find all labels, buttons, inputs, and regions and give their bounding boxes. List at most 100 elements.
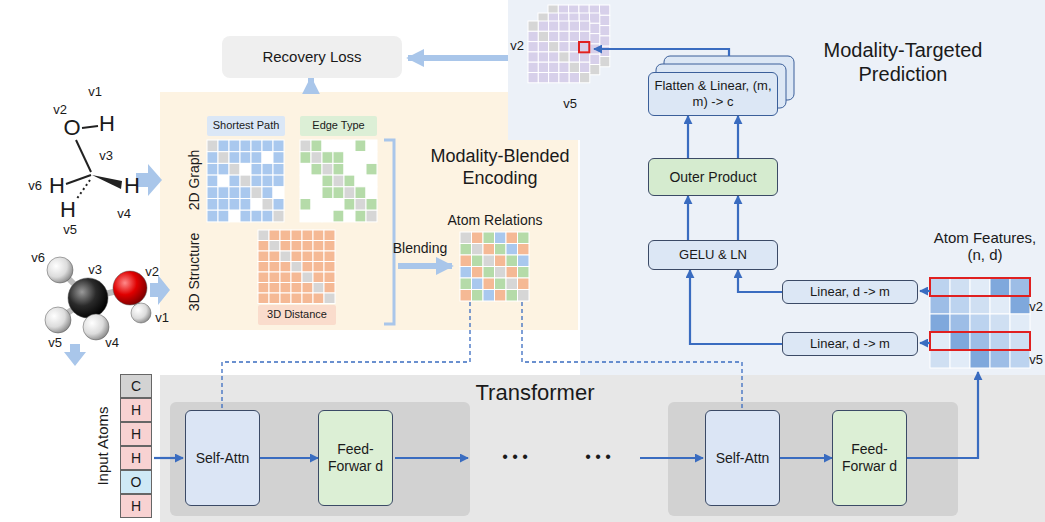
matrix-cell [333,152,344,164]
matrix-cell [273,152,284,164]
matrix-cell [229,187,240,199]
matrix-cell [460,255,472,267]
matrix-cell [569,31,579,41]
matrix-cell [207,175,218,187]
matrix-cell [930,314,950,332]
matrix-cell [559,31,569,41]
matrix-cell [291,293,302,304]
matrix-cell [207,163,218,175]
atom-cell: C [120,374,152,398]
matrix-cell [590,23,600,33]
matrix-cell [229,140,240,152]
matrix-cell [483,278,495,290]
box-label: Shortest Path [213,119,280,132]
matrix-cell [580,42,590,52]
matrix-label: Atom Relations [448,212,543,228]
matrix-cell [218,199,229,211]
connector-arrow [780,457,832,459]
matrix-cell [291,283,302,294]
matrix-cell [322,152,333,164]
matrix-cell [600,5,610,15]
matrix-cell [355,175,366,187]
matrix-cell [930,296,950,314]
matrix-cell [262,163,273,175]
atom-index: v1 [155,311,169,326]
connector-arrow [690,270,782,344]
matrix-cell [313,262,324,273]
matrix-tag: Edge Type [300,116,377,136]
matrix-cell [240,175,251,187]
process-box: GELU & LN [648,240,778,270]
matrix-cell [251,163,262,175]
matrix-cell [495,232,507,244]
matrix-cell [280,283,291,294]
matrix-cell [518,267,530,279]
matrix-cell [311,140,322,152]
matrix-cell [344,175,355,187]
matrix-cell [313,272,324,283]
matrix-cell [333,187,344,199]
matrix-cell [970,296,990,314]
matrix-cell [258,293,269,304]
matrix-cell [990,332,1010,350]
matrix-cell [218,140,229,152]
matrix-cell [518,244,530,256]
matrix-cell [990,278,1010,296]
matrix-cell [366,152,377,164]
atom-cell: H [120,446,152,470]
matrix-cell [313,283,324,294]
matrix-cell [495,267,507,279]
box-label: GELU & LN [679,247,747,263]
matrix-cell [291,241,302,252]
matrix-cell [251,210,262,222]
matrix-cell [518,232,530,244]
box-label: Edge Type [312,119,364,132]
matrix-cell [240,187,251,199]
matrix-cell [549,31,559,41]
matrix-cell [549,52,559,62]
matrix-cell [600,46,610,56]
matrix-cell [366,210,377,222]
shortest-path-matrix [207,140,284,222]
process-box: Outer Product [648,158,778,196]
matrix-cell [528,21,538,31]
connector-arrow [737,196,739,240]
matrix-cell [240,199,251,211]
matrix-cell [970,332,990,350]
matrix-cell [366,199,377,211]
matrix-cell [580,73,590,83]
matrix-cell [262,199,273,211]
matrix-cell [207,210,218,222]
matrix-cell [218,175,229,187]
matrix-cell [258,272,269,283]
matrix-cell [580,52,590,62]
matrix-cell [538,73,548,83]
matrix-cell [258,251,269,262]
matrix-cell [251,187,262,199]
dashed-link [222,302,742,408]
matrix-cell [590,34,600,44]
box-label: Flatten & Linear, (m, m) -> c [653,78,773,109]
matrix-cell [366,187,377,199]
matrix-cell [229,163,240,175]
matrix-cell [483,255,495,267]
matrix-cell [970,350,990,368]
matrix-cell [580,21,590,31]
atom-index: v2 [53,103,67,118]
matrix-cell [207,152,218,164]
matrix-cell [273,210,284,222]
matrix-cell [302,251,313,262]
row-label: 3D Structure [186,233,202,312]
matrix-cell [322,187,333,199]
matrix-cell [569,73,579,83]
matrix-cell [460,232,472,244]
output-matrix [528,21,590,83]
matrix-cell [495,244,507,256]
matrix-cell [240,163,251,175]
matrix-cell [251,175,262,187]
matrix-cell [483,244,495,256]
matrix-cell [280,251,291,262]
matrix-cell [302,230,313,241]
atom-index: v3 [99,149,113,164]
matrix-cell [366,163,377,175]
